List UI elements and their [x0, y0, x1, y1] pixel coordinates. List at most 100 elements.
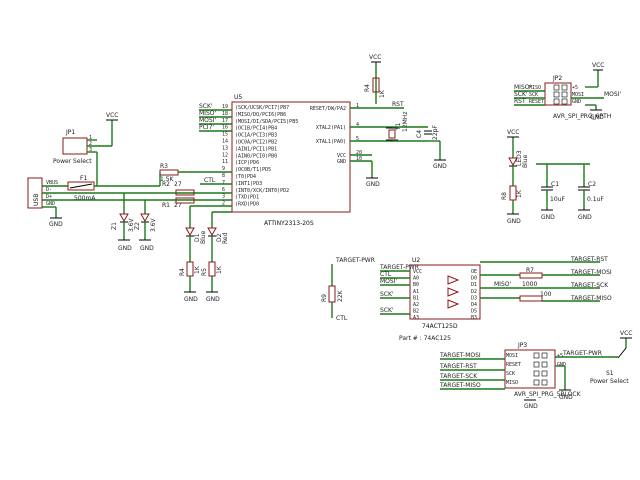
jp3-pin	[541, 352, 548, 359]
u5-pin-label: (AIN0/PCI0)PB0	[235, 153, 277, 159]
s1-ref: S1	[606, 370, 614, 377]
jp3-inner-sck: SCK	[506, 371, 515, 377]
ctl-label: CTL	[204, 177, 216, 184]
u5-pin-number: 10	[356, 156, 362, 162]
jp1-pin-3: 3	[89, 147, 92, 153]
jp3-inner-reset: RESET	[506, 362, 521, 368]
r2-ref: R2	[162, 181, 170, 188]
c2-ref: C2	[588, 181, 596, 188]
u2-in-ctl: CTL	[380, 271, 392, 278]
jp3-inner-mosi: MOSI	[506, 353, 518, 359]
jp2-net-sck: SCK'	[514, 91, 528, 98]
out-target-sck: TARGET-SCK	[570, 282, 609, 289]
s1-desc: Power Select	[590, 378, 629, 385]
r7-ref: R7	[526, 267, 534, 274]
jp1-pin-1: 1	[89, 135, 92, 141]
z1-value: 3.6V	[128, 217, 135, 232]
u2-pin-label: B3	[471, 315, 477, 321]
vcc-led3: VCC	[507, 129, 519, 136]
f1-value: 500mA	[74, 195, 96, 202]
u5-pin-label: (OC1A/PCI3)PB3	[235, 133, 277, 139]
jp2-header: JP2 MISO SCK RESET +5 MOSI GND MISO' SCK…	[514, 62, 621, 121]
r4-value: 1K	[194, 265, 201, 274]
jp3-net-sck: TARGET-SCK	[439, 373, 478, 380]
c2-value: 0.1uF	[587, 196, 604, 203]
jp1-pin-2: 2	[89, 141, 92, 147]
u5-pin-label: (INT1)PD3	[235, 181, 262, 187]
u5-pin-number: 7	[222, 180, 225, 186]
d1-ref: D1	[194, 233, 201, 242]
r3-value: 1.5K	[160, 176, 175, 183]
r5-ref: R5	[201, 268, 208, 276]
u2-pin-label: A3	[413, 315, 419, 321]
usb-pin-dplus: D+	[46, 194, 52, 200]
z1-ref: Z1	[111, 222, 118, 230]
out-target-miso: TARGET-MISO	[570, 295, 612, 302]
r1-value: 27	[174, 202, 182, 209]
jp3-pinboxes	[533, 352, 548, 386]
u2-misoprime: MISO'	[494, 281, 511, 288]
u5-left-pins: (SCK/UCSK/PCI7)PB719(MISO/DO/PCI6)PB618(…	[222, 104, 298, 208]
u2-in-sck: SCK'	[380, 291, 394, 298]
u5-pin-label: (OC0B/T1)PD5	[235, 167, 271, 173]
vcc-jp1: VCC	[106, 112, 118, 119]
u5-net-miso: MISO'	[199, 110, 216, 117]
r8-ref: R8	[501, 192, 508, 200]
u5-pin-number: 19	[222, 104, 228, 110]
u2-pin-label: D2	[471, 289, 477, 295]
jp1-desc: Power Select	[53, 158, 92, 165]
d2-color: Red	[222, 232, 229, 244]
gnd-z1: GND	[118, 245, 132, 252]
u2-pin-label: B2	[413, 309, 419, 315]
jp2-net-rst: RST	[514, 98, 526, 105]
c-xtal-value: 22pF	[432, 125, 439, 140]
u2-pin-label: OE	[471, 269, 477, 275]
jp3-pin	[541, 361, 548, 368]
u5-body	[231, 101, 351, 213]
u2-74act125d: U2 74ACT125D VCCA0B0A1B1A2B2A3OED0D1D2D3…	[379, 257, 481, 342]
gnd-c1: GND	[541, 214, 555, 221]
d1-color: Blue	[200, 230, 207, 244]
jp3-net-mosi: TARGET-MOSI	[439, 352, 481, 359]
u5-pin-number: 9	[222, 166, 225, 172]
status-leds: D1 Blue R4 1K GND D2 Red R5 1K GND	[179, 205, 232, 303]
u5-power: GND	[350, 154, 380, 188]
jp1-ref: JP1	[65, 129, 75, 136]
jp3-pin	[541, 379, 548, 386]
f1-ref: F1	[80, 175, 87, 182]
u5-pin-number: 20	[356, 150, 362, 156]
u2-pin-label: A1	[413, 289, 419, 295]
u2-in-sck2: SCK'	[380, 307, 394, 314]
gnd-u5: GND	[366, 181, 380, 188]
u5-pin-label: (RXD)PD0	[235, 202, 259, 208]
rst-label: RST	[392, 101, 404, 108]
c1-ref: C1	[551, 181, 559, 188]
jp3-pin	[533, 370, 540, 377]
usb-label: USB	[33, 194, 40, 206]
vcc-top: VCC R4 1K RST	[350, 54, 404, 109]
jp3-inner-5v: +5	[557, 353, 563, 359]
jp3-inner-miso: MISO	[506, 380, 518, 386]
u2-in-mosi: MOSI'	[380, 278, 397, 285]
tpwr-label: TARGET-PWR	[335, 257, 375, 264]
gnd-z2: GND	[140, 245, 154, 252]
r7-value: 1000	[522, 281, 537, 288]
jp3-pin	[533, 352, 540, 359]
r9-value: 22K	[337, 289, 344, 302]
u2-body	[409, 264, 481, 320]
gnd-c2: GND	[578, 214, 592, 221]
gnd-xtal: GND	[433, 163, 447, 170]
led3-ref: LED3	[516, 150, 523, 166]
u5-net-pci7: PCI7'	[199, 124, 214, 131]
r9-ctl: CTL	[336, 315, 348, 322]
gnd-d2: GND	[206, 296, 220, 303]
led3-color: Blue	[522, 154, 529, 168]
u2-pin-label: A0	[413, 276, 419, 282]
usb-connector: USB VBUS D- D+ GND GND	[27, 177, 232, 228]
jp3-net-miso: TARGET-MISO	[439, 382, 481, 389]
jp3-pin	[533, 361, 540, 368]
u2-pin-label: VCC	[413, 269, 422, 275]
u5-pin-label: GND	[337, 159, 346, 165]
